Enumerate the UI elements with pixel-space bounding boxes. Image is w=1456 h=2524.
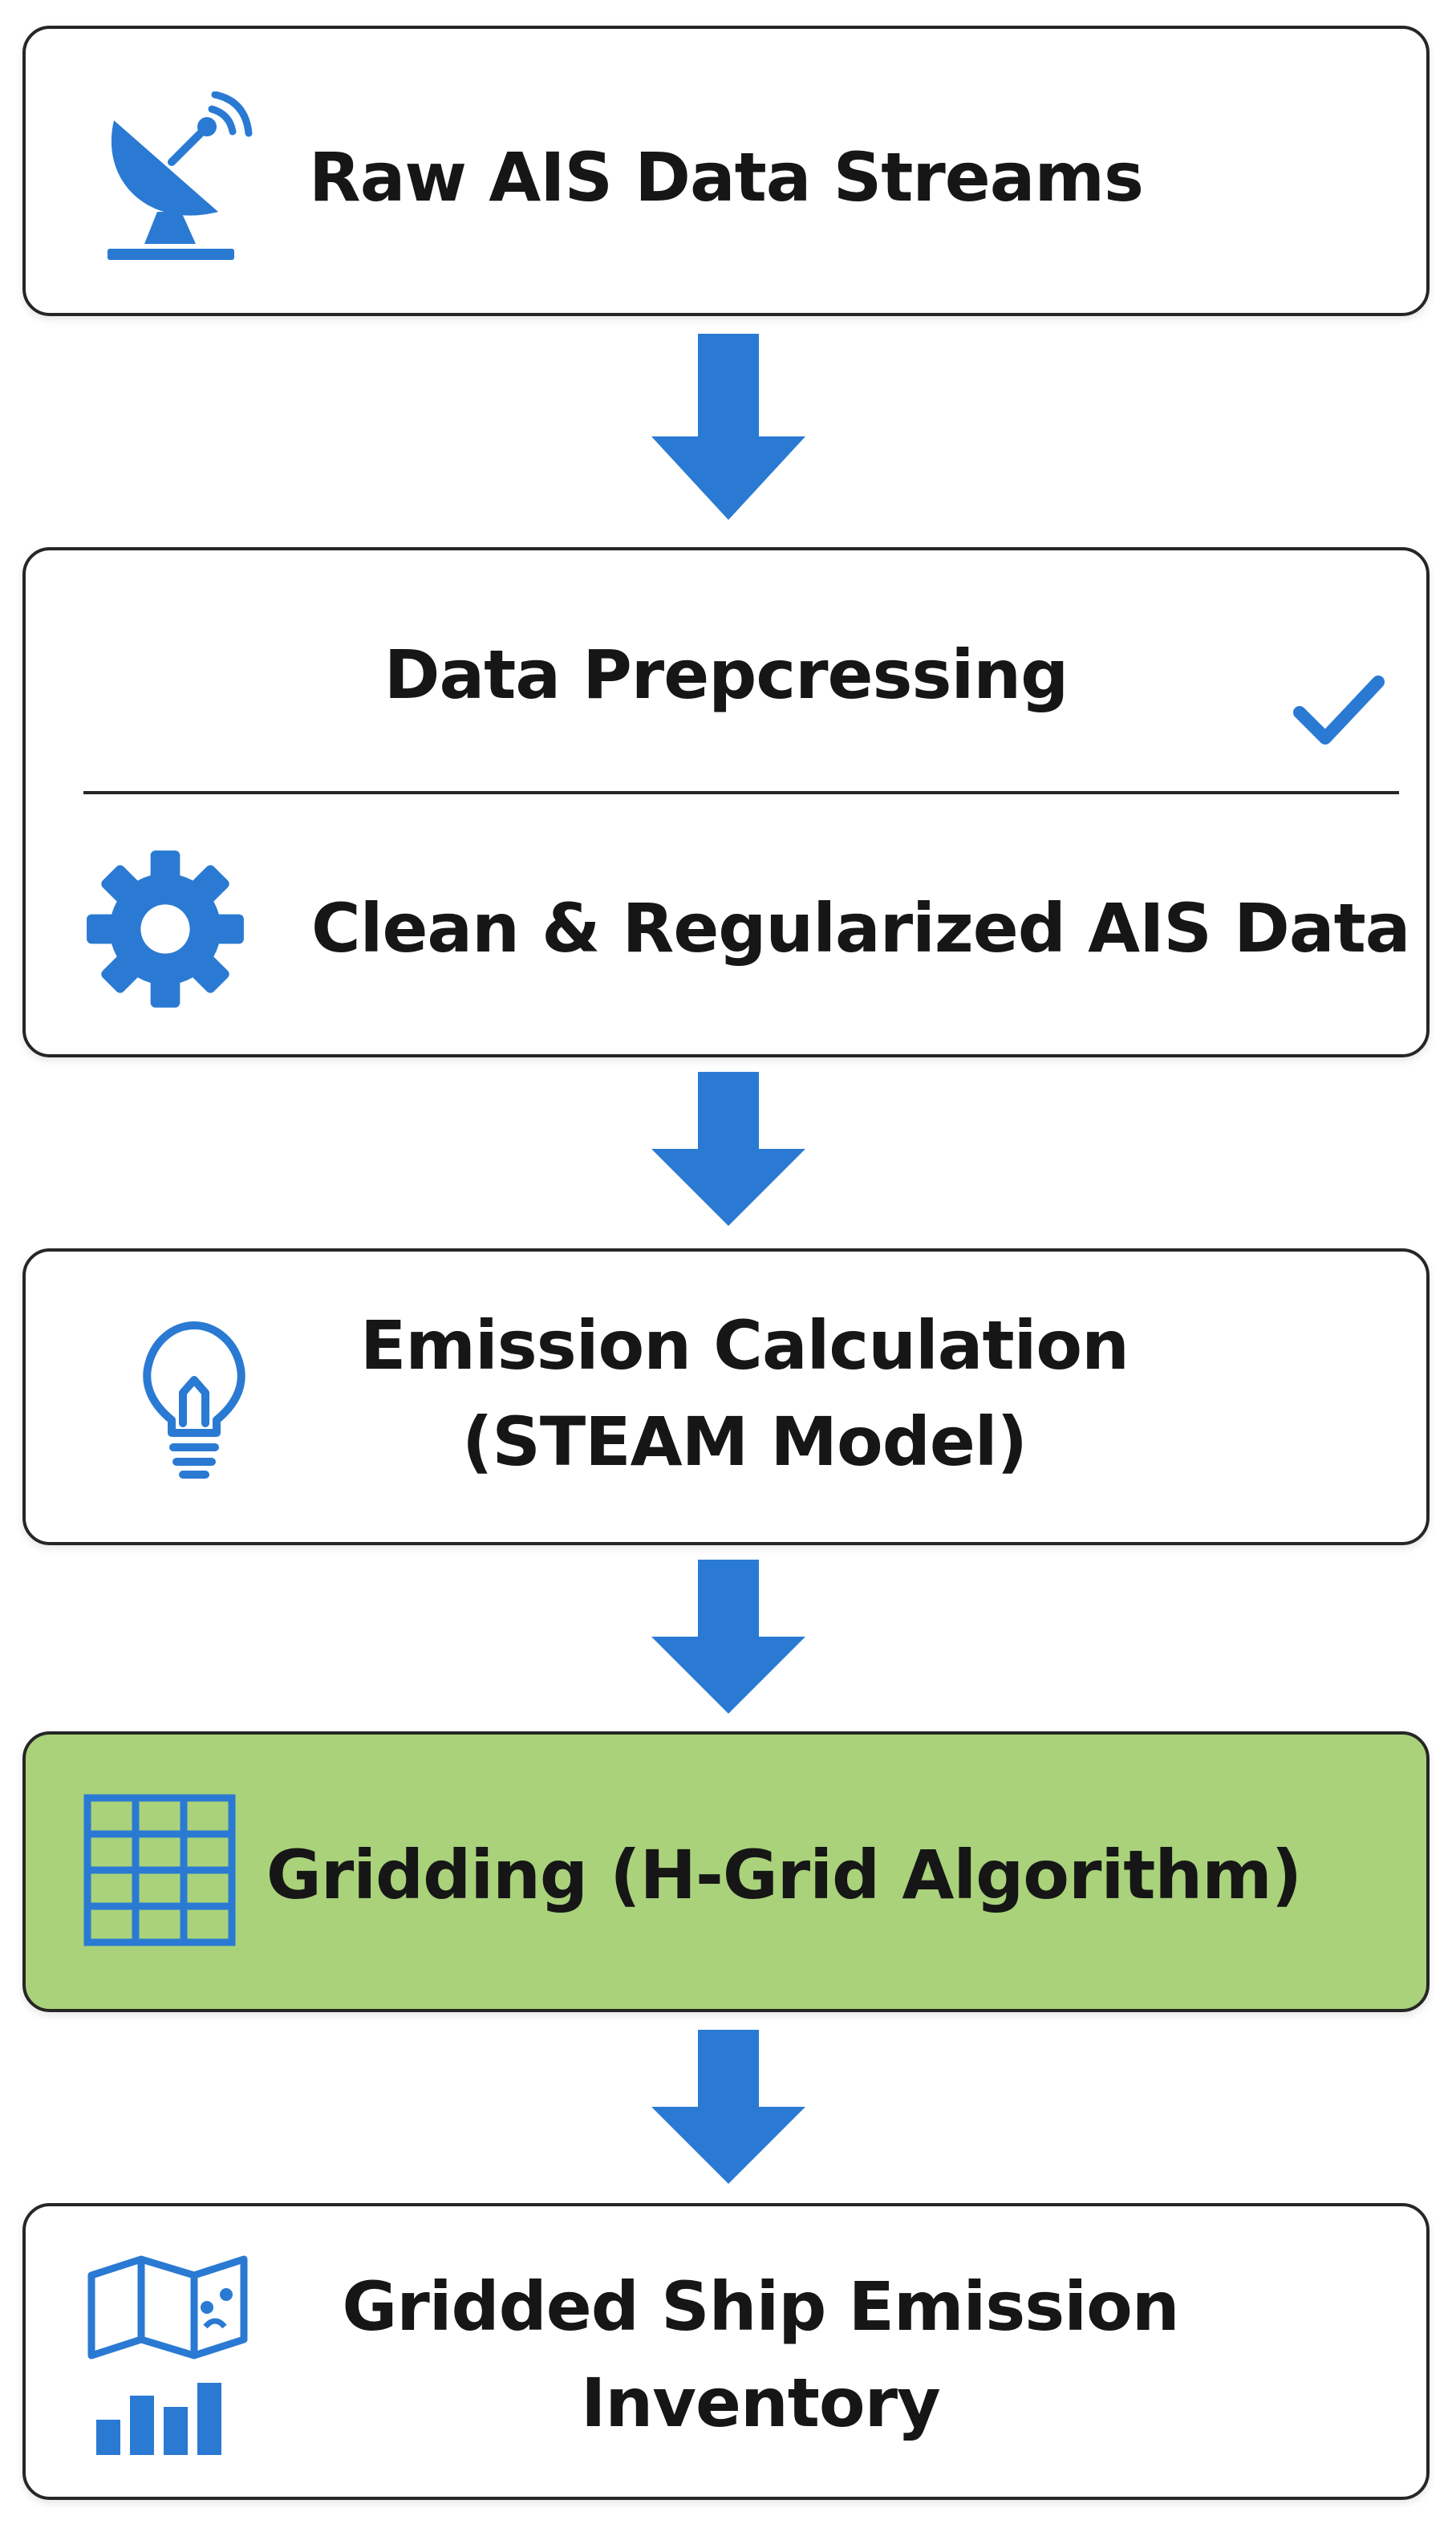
step-label-line2: Inventory: [581, 2364, 941, 2442]
arrow-down-icon: [651, 1072, 805, 1226]
step-label: Data Prepcressing: [383, 635, 1069, 714]
step-label: Gridding (H-Grid Algorithm): [266, 1836, 1302, 1914]
step-label-line1: Emission Calculation: [360, 1306, 1130, 1385]
step-sub-label: Clean & Regularized AIS Data: [311, 889, 1410, 968]
step-label: Raw AIS Data Streams: [309, 138, 1144, 217]
step-emission-inventory: Gridded Ship Emission Inventory: [22, 2203, 1430, 2500]
step-emission-calculation: Emission Calculation (STEAM Model): [22, 1248, 1430, 1545]
satellite-dish-icon: [107, 91, 253, 260]
divider: [83, 791, 1399, 794]
arrow-down-icon: [651, 1560, 805, 1714]
arrow-down-icon: [651, 334, 805, 520]
step-gridding: Gridding (H-Grid Algorithm): [22, 1731, 1430, 2012]
gear-icon: [87, 850, 244, 1008]
step-data-preprocessing: Data Prepcressing Clean & Regularized AI…: [22, 547, 1430, 1057]
step-label-line2: (STEAM Model): [462, 1402, 1028, 1481]
map-chart-icon: [87, 2255, 248, 2455]
step-label-line1: Gridded Ship Emission: [342, 2267, 1179, 2346]
step-raw-ais: Raw AIS Data Streams: [22, 26, 1430, 316]
lightbulb-icon: [143, 1321, 245, 1479]
grid-icon: [83, 1794, 236, 1946]
arrow-down-icon: [651, 2030, 805, 2184]
checkmark-icon: [1293, 676, 1385, 745]
